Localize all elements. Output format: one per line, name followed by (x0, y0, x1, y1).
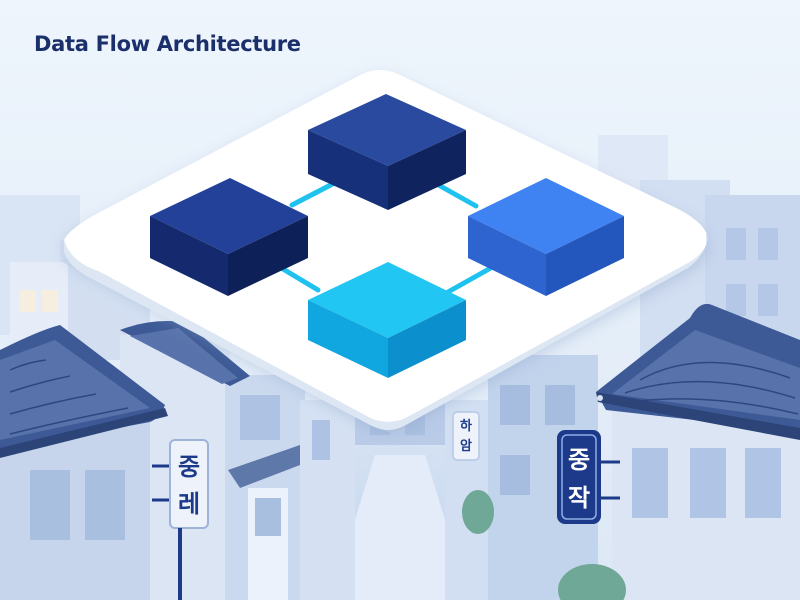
node-top[interactable] (308, 94, 466, 210)
node-right[interactable] (468, 178, 624, 296)
sign-center-line2: 암 (460, 438, 472, 454)
node-bottom[interactable] (308, 262, 466, 378)
sign-right-line1: 중 (568, 446, 590, 474)
page-title: Data Flow Architecture (34, 32, 301, 56)
sign-left-line2: 레 (178, 490, 200, 518)
sign-left-line1: 중 (178, 453, 200, 481)
sign-center-line1: 하 (460, 418, 472, 434)
sign-right: 중 작 (557, 430, 620, 524)
sign-left: 중 레 (152, 439, 209, 600)
sign-right-line2: 작 (568, 484, 590, 512)
left-hanok (0, 321, 250, 600)
node-left[interactable] (150, 178, 308, 296)
right-hanok (558, 303, 800, 600)
sign-center: 하 암 (452, 411, 480, 461)
diagram-platform (62, 70, 708, 432)
